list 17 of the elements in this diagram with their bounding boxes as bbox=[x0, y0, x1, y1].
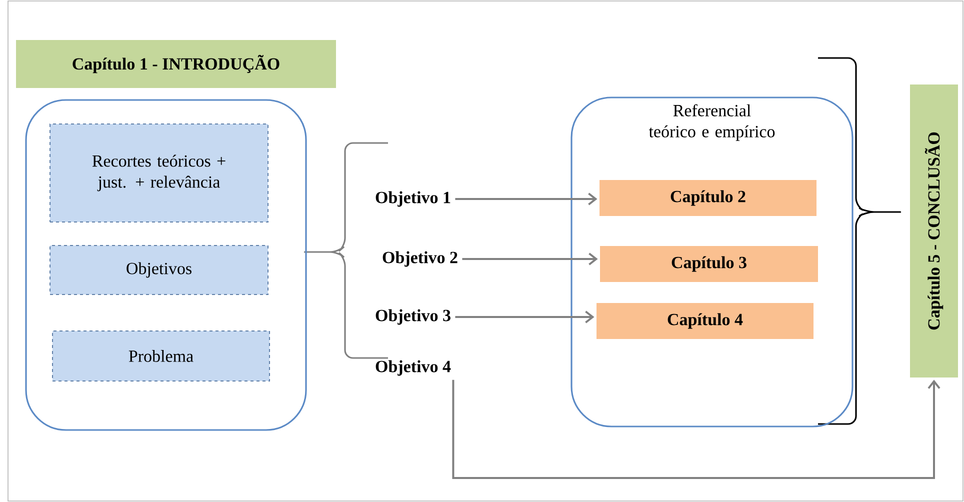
objective-label: Objetivo 4 bbox=[376, 360, 451, 376]
chapter-box: Capítulo 1 - INTRODUÇÃO bbox=[16, 40, 336, 88]
arrow bbox=[455, 192, 598, 206]
arrow bbox=[452, 380, 940, 479]
chapter-box: Capítulo 2 bbox=[600, 180, 816, 216]
dashed-box: Problema bbox=[52, 330, 270, 382]
objective-label: Objetivo 2 bbox=[382, 251, 458, 267]
objective-label: Objetivo 3 bbox=[376, 309, 450, 325]
chapter-box: Capítulo 5 - CONCLUSÃO bbox=[910, 84, 958, 378]
dashed-box: Recortes teóricos + just. + relevância bbox=[50, 124, 268, 222]
chapter-box: Capítulo 3 bbox=[600, 246, 818, 282]
arrow bbox=[455, 310, 594, 324]
dashed-box: Objetivos bbox=[50, 245, 268, 295]
objective-label: Objetivo 1 bbox=[376, 191, 450, 207]
chapter-box: Capítulo 4 bbox=[596, 303, 814, 339]
arrow bbox=[462, 252, 598, 266]
group-box bbox=[25, 99, 307, 431]
